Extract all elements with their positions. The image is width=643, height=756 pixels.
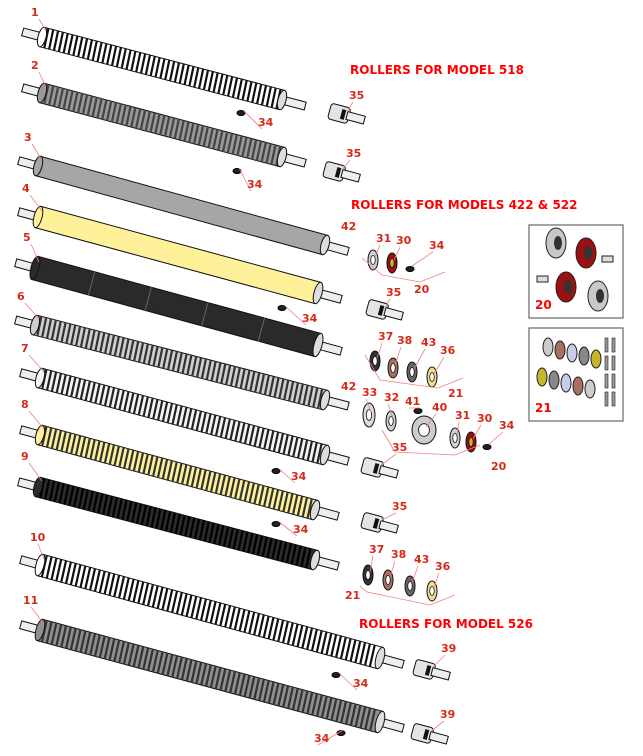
callout-35: 35 [392,500,407,513]
roller-10 [19,553,405,670]
callout-34: 34 [302,312,318,325]
roller-4 [17,205,343,305]
roller-label: 8 [21,398,29,411]
title-model-526: ROLLERS FOR MODEL 526 [359,617,533,631]
stub-shaft-icon [360,512,399,534]
callout-36: 36 [440,344,456,357]
callout-34: 34 [291,470,307,483]
roller-label: 10 [30,531,46,544]
bolt-icon [482,444,492,450]
callout-39: 39 [441,642,456,655]
stub-shaft-icon [322,161,361,183]
callout-42: 42 [341,220,356,233]
callout-42: 42 [341,380,356,393]
callout-34: 34 [293,523,309,536]
callout-21: 21 [448,387,463,400]
roller-8 [19,424,340,521]
hub-part-icon [411,415,437,445]
callout-43: 43 [414,553,429,566]
roller-label: 2 [31,59,39,72]
bolt-icon [277,305,287,311]
bolt-icon [331,672,341,678]
callout-33: 33 [362,386,377,399]
callout-38: 38 [397,334,412,347]
callout-32: 32 [384,391,399,404]
callout-34: 34 [499,419,515,432]
callout-43: 43 [421,336,436,349]
kit-box-20: 20 [528,224,624,319]
bolt-icon [413,408,423,414]
callout-38: 38 [391,548,406,561]
stub-shaft-icon [360,457,399,479]
brown-part-icon [382,569,394,591]
callout-31: 31 [455,409,470,422]
redbear-part-icon [465,431,477,453]
kit-box-label: 20 [535,298,552,312]
title-models-422-522: ROLLERS FOR MODELS 422 & 522 [351,198,578,212]
callout-34: 34 [247,178,263,191]
bolt-icon [336,730,346,736]
roller-label: 5 [23,231,31,244]
roller-9 [17,476,340,571]
bolt-icon [236,110,246,116]
callout-34: 34 [314,732,330,745]
callout-20: 20 [491,460,507,473]
roller-5 [14,255,343,358]
callout-30: 30 [396,234,412,247]
callout-34: 34 [353,677,369,690]
roller-3 [17,155,350,256]
callout-39: 39 [440,708,455,721]
callout-35: 35 [392,441,407,454]
callout-34: 34 [429,239,445,252]
callout-41: 41 [405,395,420,408]
brown-part-icon [387,357,399,379]
bolt-icon [271,521,281,527]
callout-37: 37 [369,543,384,556]
bearing-part-icon [449,427,461,449]
roller-label: 11 [23,594,38,607]
callout-34: 34 [258,116,274,129]
roller-7 [19,367,350,466]
roller-label: 3 [24,131,32,144]
stub-shaft-icon [327,103,366,125]
ring-part-icon [362,402,376,428]
callout-35: 35 [346,147,361,160]
callout-21: 21 [345,589,360,602]
callout-40: 40 [432,401,448,414]
callout-labels: 1234567891011343434343434343535353535424… [17,6,515,746]
washer-part-icon [406,361,418,383]
callout-30: 30 [477,412,493,425]
roller-label: 6 [17,290,25,303]
roller-6 [14,314,350,411]
sleeve-part-icon [385,410,397,432]
stub-shaft-icon [410,723,449,745]
callout-36: 36 [435,560,451,573]
bolt-icon [271,468,281,474]
roller-label: 1 [31,6,39,19]
stub-shaft-icon [412,659,451,681]
kit-box-label: 21 [535,401,552,415]
roller-1 [21,26,307,111]
bolt-icon [405,266,415,272]
title-model-518: ROLLERS FOR MODEL 518 [350,63,524,77]
callout-35: 35 [349,89,364,102]
yellow-part-icon [426,366,438,388]
callout-31: 31 [376,232,391,245]
stub-shaft-icon [365,299,404,321]
roller-label: 9 [21,450,29,463]
seal-part-icon [362,564,374,586]
roller-label: 4 [22,182,30,195]
kit-box-21: 21 [528,327,624,422]
callout-37: 37 [378,330,393,343]
rollers [14,26,405,734]
roller-2 [21,82,307,168]
roller-11 [19,618,405,734]
callout-35: 35 [386,286,401,299]
roller-label: 7 [21,342,29,355]
callout-20: 20 [414,283,430,296]
